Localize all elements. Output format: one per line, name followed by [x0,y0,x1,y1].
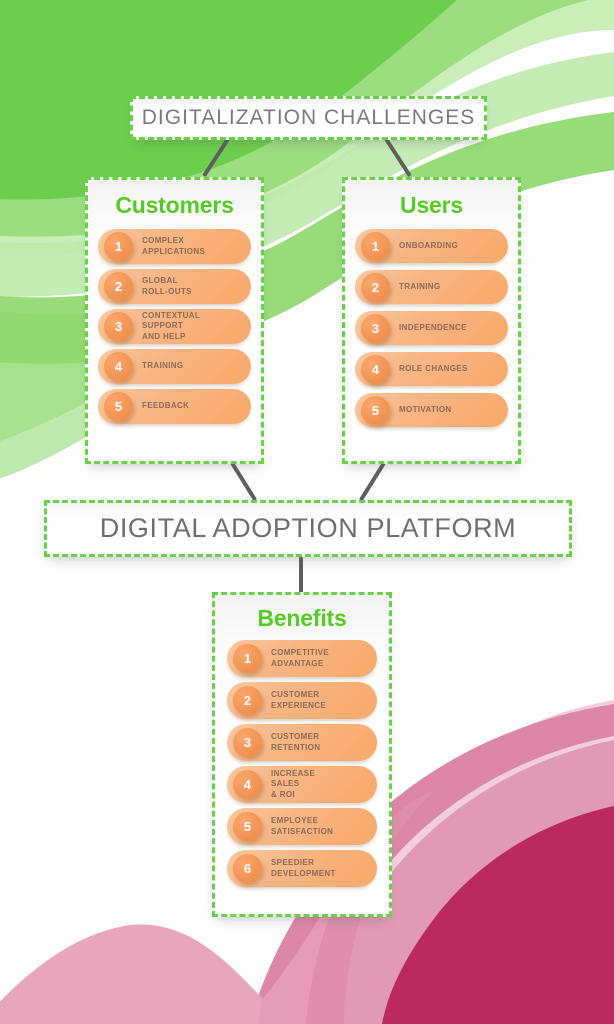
list-item[interactable]: 1 ONBOARDING [355,229,508,263]
users-panel: Users 1 ONBOARDING 2 TRAINING 3 INDEPENDENCE 4… [342,177,521,464]
list-item[interactable]: 4 TRAINING [98,349,251,384]
list-item[interactable]: 3 CONTEXTUAL SUPPORT AND HELP [98,309,251,344]
item-number-badge: 3 [233,728,262,757]
list-item[interactable]: 4 INCREASE SALES & ROI [227,766,377,803]
item-number-badge: 4 [361,354,390,384]
item-label: COMPETITIVE ADVANTAGE [271,648,330,668]
item-label: TRAINING [142,361,184,371]
list-item[interactable]: 5 MOTIVATION [355,393,508,427]
list-item[interactable]: 3 CUSTOMER RETENTION [227,724,377,761]
pink-wave-bottom-left [0,924,306,1024]
customers-title: Customers [115,192,234,218]
item-label: CONTEXTUAL SUPPORT AND HELP [142,311,201,341]
item-number-badge: 6 [233,854,262,883]
item-number-badge: 2 [233,686,262,715]
item-number-badge: 5 [104,392,133,421]
item-number-badge: 5 [233,812,262,841]
connector-platform-to-benefits [299,557,303,593]
platform-title: DIGITAL ADOPTION PLATFORM [99,513,517,543]
list-item[interactable]: 2 GLOBAL ROLL-OUTS [98,269,251,304]
item-number-badge: 3 [104,312,133,341]
list-item[interactable]: 6 SPEEDIER DEVELOPMENT [227,850,377,887]
item-label: INCREASE SALES & ROI [271,769,316,799]
item-number-badge: 1 [104,232,133,261]
list-item[interactable]: 3 INDEPENDENCE [355,311,508,345]
benefits-title: Benefits [257,605,347,631]
item-number-badge: 5 [361,395,390,425]
users-title: Users [400,192,463,218]
list-item[interactable]: 1 COMPETITIVE ADVANTAGE [227,640,377,677]
list-item[interactable]: 5 EMPLOYEE SATISFACTION [227,808,377,845]
item-number-badge: 1 [233,644,262,673]
item-label: GLOBAL ROLL-OUTS [142,276,192,296]
pink-wave-stem [306,790,436,1024]
list-item[interactable]: 5 FEEDBACK [98,389,251,424]
item-label: CUSTOMER RETENTION [271,732,321,752]
benefits-item-list: 1 COMPETITIVE ADVANTAGE 2 CUSTOMER EXPERIEN… [215,640,389,887]
item-label: SPEEDIER DEVELOPMENT [271,858,336,878]
item-label: ROLE CHANGES [399,363,468,373]
item-number-badge: 2 [361,272,390,302]
item-label: TRAINING [399,281,441,291]
list-item[interactable]: 2 TRAINING [355,270,508,304]
list-item[interactable]: 4 ROLE CHANGES [355,352,508,386]
page-title: DIGITALIZATION CHALLENGES [141,106,476,129]
item-label: EMPLOYEE SATISFACTION [271,816,334,836]
item-number-badge: 3 [361,313,390,343]
item-number-badge: 4 [104,352,133,381]
digital-adoption-platform-banner: DIGITAL ADOPTION PLATFORM [44,500,572,557]
item-label: MOTIVATION [399,404,452,414]
digitalization-challenges-header: DIGITALIZATION CHALLENGES [130,96,487,140]
item-label: FEEDBACK [142,401,190,411]
item-label: CUSTOMER EXPERIENCE [271,690,327,710]
item-number-badge: 2 [104,272,133,301]
item-number-badge: 4 [233,770,262,799]
item-label: INDEPENDENCE [399,322,467,332]
list-item[interactable]: 1 COMPLEX APPLICATIONS [98,229,251,264]
item-label: ONBOARDING [399,240,459,250]
users-item-list: 1 ONBOARDING 2 TRAINING 3 INDEPENDENCE 4 ROLE C… [345,229,518,427]
customers-panel: Customers 1 COMPLEX APPLICATIONS 2 GLOBAL R… [85,177,264,464]
item-label: COMPLEX APPLICATIONS [142,236,206,256]
item-number-badge: 1 [361,231,390,261]
pink-blob-dark [382,806,614,1024]
list-item[interactable]: 2 CUSTOMER EXPERIENCE [227,682,377,719]
